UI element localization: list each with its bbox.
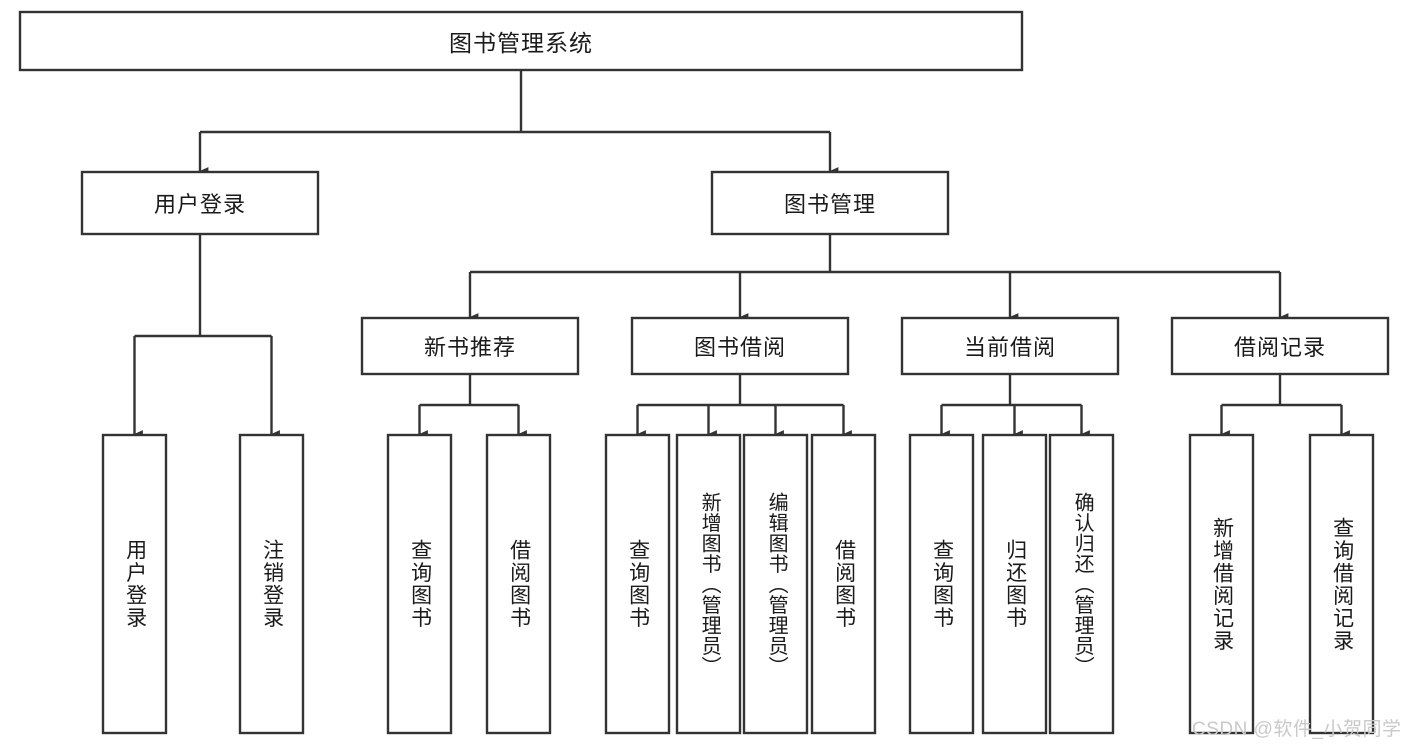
node-box-leaf-confirm-return-admin[interactable] bbox=[1048, 433, 1115, 735]
box-layer bbox=[18, 10, 1390, 735]
node-box-root[interactable] bbox=[18, 10, 1024, 72]
node-box-current-borrow[interactable] bbox=[900, 316, 1120, 376]
node-box-leaf-borrow-book[interactable] bbox=[810, 433, 877, 735]
node-box-leaf-borrow-book-recommend[interactable] bbox=[485, 433, 552, 735]
node-box-borrow-record[interactable] bbox=[1170, 316, 1390, 376]
node-box-user-login[interactable] bbox=[80, 170, 320, 236]
node-box-book-manage[interactable] bbox=[710, 170, 950, 236]
node-box-leaf-user-login[interactable] bbox=[101, 433, 168, 735]
node-box-new-book-recommend[interactable] bbox=[360, 316, 580, 376]
connector-layer bbox=[133, 70, 1350, 438]
node-box-leaf-return-book[interactable] bbox=[981, 433, 1048, 735]
node-box-leaf-query-book-borrow[interactable] bbox=[604, 433, 671, 735]
node-box-leaf-query-book-current[interactable] bbox=[908, 433, 975, 735]
node-box-leaf-query-borrow-record[interactable] bbox=[1308, 433, 1375, 735]
node-box-leaf-add-borrow-record[interactable] bbox=[1188, 433, 1255, 735]
node-box-leaf-edit-book-admin[interactable] bbox=[742, 433, 809, 735]
node-box-leaf-logout-login[interactable] bbox=[238, 433, 305, 735]
node-box-leaf-add-book-admin[interactable] bbox=[675, 433, 742, 735]
node-box-book-borrow[interactable] bbox=[630, 316, 850, 376]
node-box-leaf-query-book-recommend[interactable] bbox=[386, 433, 453, 735]
